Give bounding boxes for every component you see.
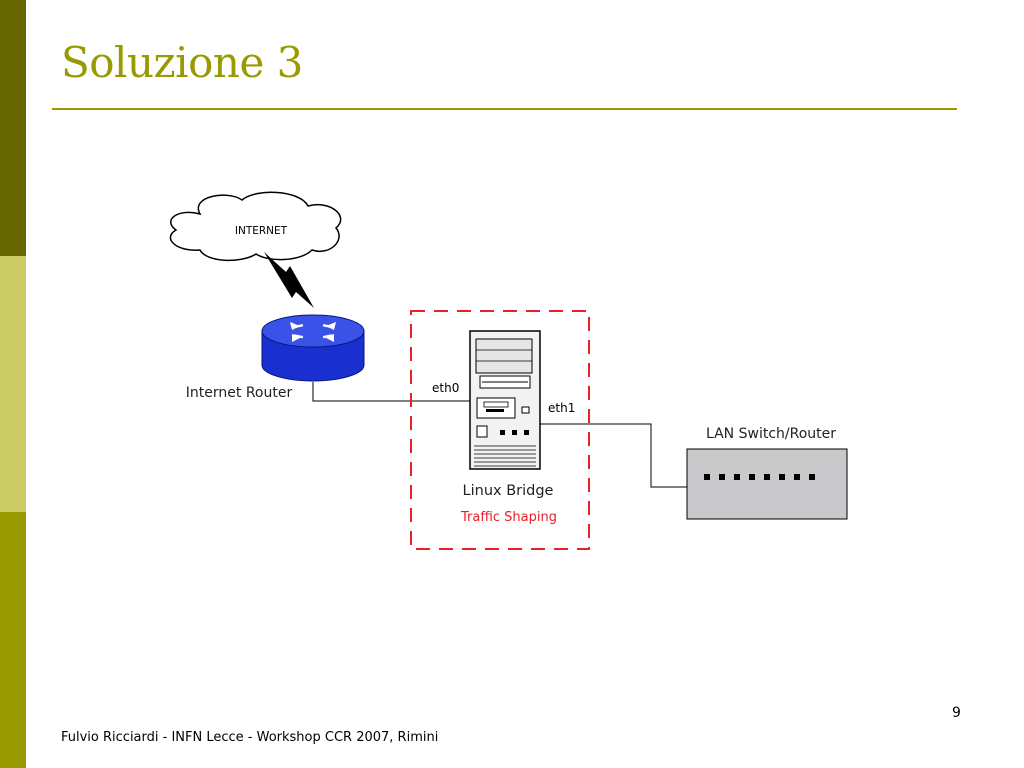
bridge-to-switch-link (540, 423, 687, 488)
internet-router-icon (261, 314, 365, 382)
router-label: Internet Router (186, 385, 293, 401)
lan-switch-icon (686, 448, 848, 520)
traffic-shaping-label: Traffic Shaping (460, 510, 557, 525)
bridge-label: Linux Bridge (463, 483, 554, 499)
eth1-label: eth1 (548, 401, 575, 415)
traffic-shaping-boundary (410, 310, 590, 550)
side-band-top (0, 0, 26, 256)
cloud-label: INTERNET (235, 225, 288, 237)
switch-label: LAN Switch/Router (706, 426, 836, 442)
eth0-label: eth0 (432, 381, 459, 395)
title-rule (52, 108, 957, 110)
lightning-bolt-icon (264, 252, 314, 308)
slide-title: Soluzione 3 (61, 38, 303, 87)
internet-cloud: INTERNET (169, 191, 342, 262)
side-band-bottom (0, 512, 26, 768)
page-number: 9 (952, 705, 961, 721)
router-to-bridge-link (312, 382, 470, 402)
linux-bridge-computer-icon (469, 330, 541, 470)
footer-text: Fulvio Ricciardi - INFN Lecce - Workshop… (61, 730, 439, 745)
side-band-middle (0, 256, 26, 512)
